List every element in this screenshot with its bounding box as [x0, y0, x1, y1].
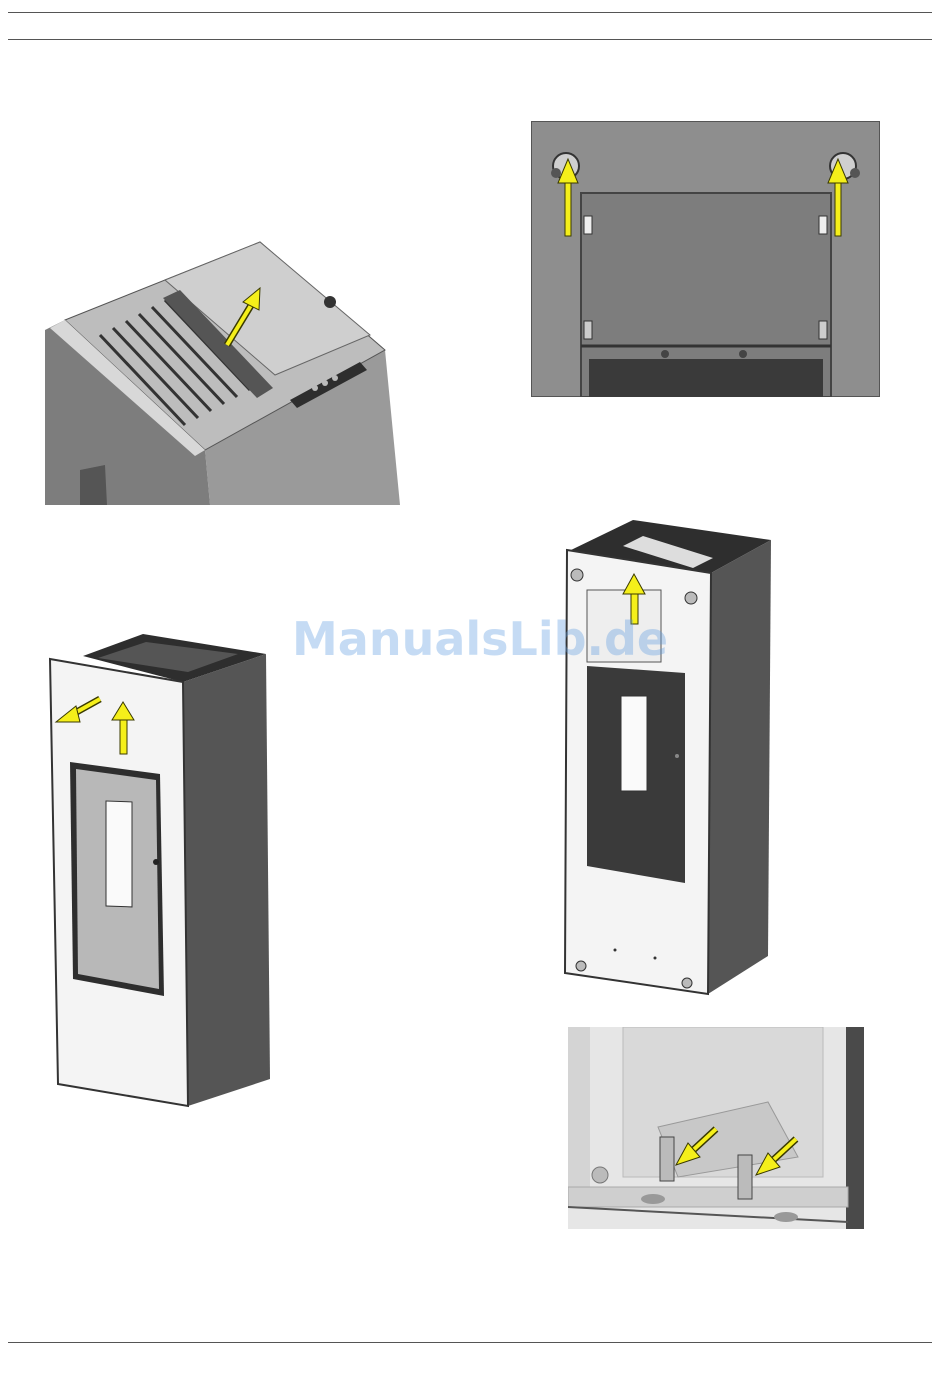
figure-inner-front-view [563, 518, 773, 996]
figure-front-panel-removal [48, 634, 273, 1109]
figure-side-panel-hooks [531, 121, 880, 397]
bottom-bracket-detail-icon [568, 1027, 864, 1229]
figure-top-cover-removal [45, 240, 400, 505]
header-rule-top [8, 12, 932, 13]
watermark-text: ManualsLib.de [292, 612, 672, 672]
footer-rule [8, 1342, 932, 1343]
stove-front-panel-icon [48, 634, 273, 1109]
header-rule-bottom [8, 39, 932, 40]
panel-hook-detail-icon [531, 121, 880, 397]
stove-inner-front-icon [563, 518, 773, 996]
figure-bottom-fixing-detail [568, 1027, 864, 1229]
stove-top-view-icon [45, 240, 400, 505]
